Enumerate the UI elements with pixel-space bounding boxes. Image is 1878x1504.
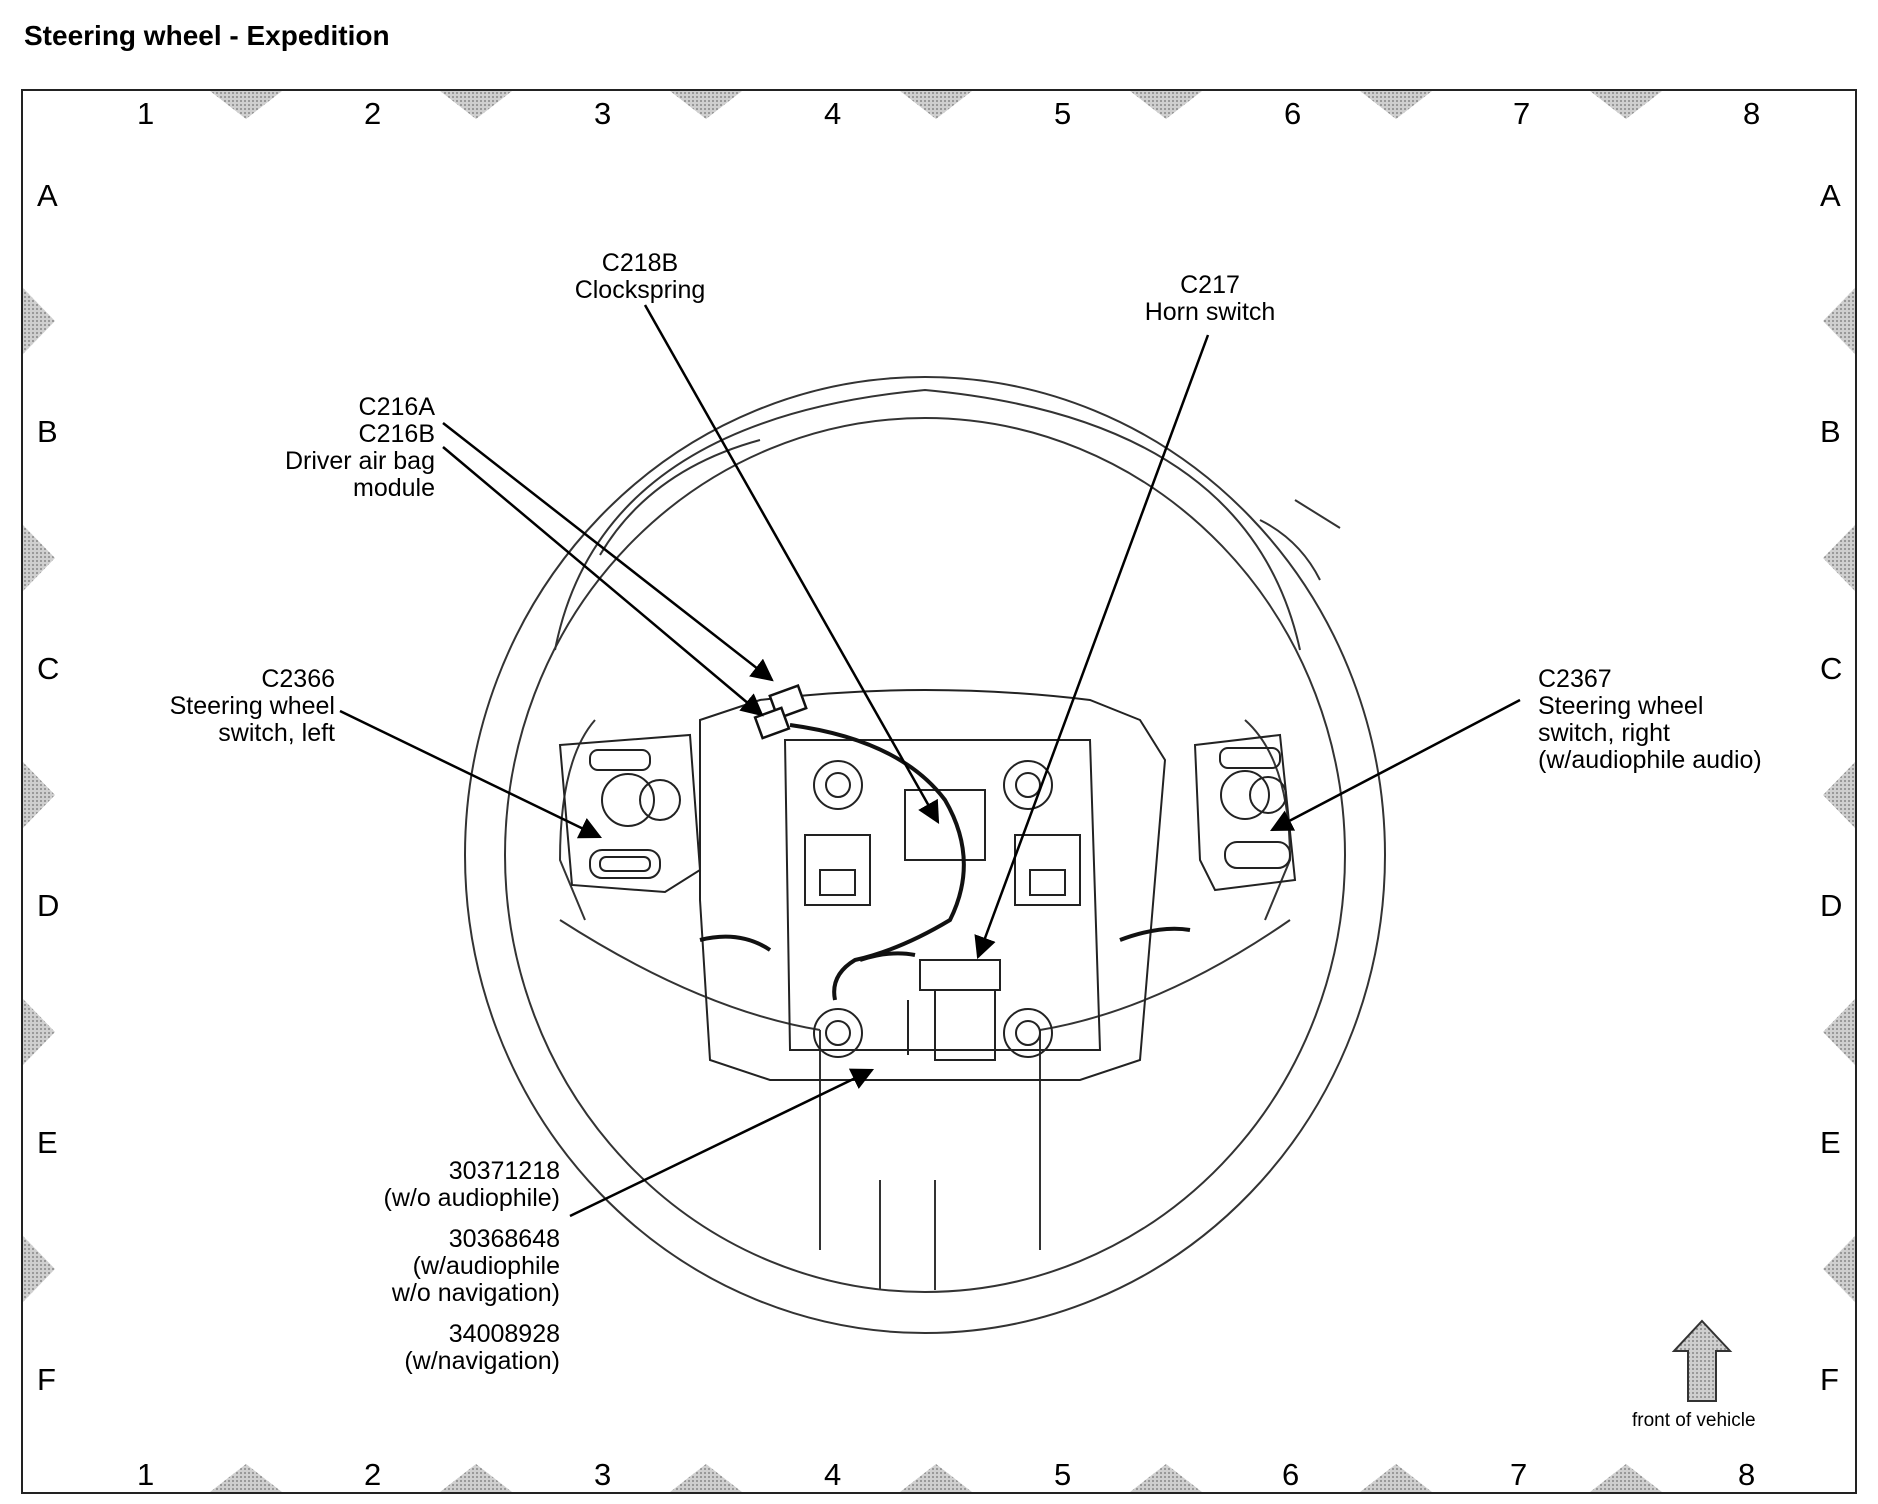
- callout-c218b-id: C218B: [601, 249, 679, 277]
- grid-col-bottom-4: 4: [824, 1457, 842, 1492]
- callout-c216b-id: C216B: [358, 420, 435, 448]
- grid-row-right-a: A: [1820, 178, 1841, 213]
- leader-c216a: [442, 422, 774, 682]
- callout-c2366-id: C2366: [261, 665, 335, 693]
- grid-row-left-c: C: [37, 651, 60, 686]
- part-number-2-desc-1: (w/audiophile: [412, 1252, 560, 1280]
- grid-col-top-2: 2: [364, 96, 382, 131]
- grid-row-right-e: E: [1820, 1125, 1841, 1160]
- grid-col-top-7: 7: [1513, 96, 1531, 131]
- leader-c2367: [1270, 698, 1521, 832]
- grid-row-left-d: D: [37, 888, 60, 923]
- grid-col-bottom-6: 6: [1282, 1457, 1300, 1492]
- callout-c218b: C218B Clockspring: [560, 250, 720, 304]
- part-number-1: 30371218: [448, 1157, 560, 1185]
- left-switch-pod: [558, 733, 702, 894]
- grid-col-bottom-5: 5: [1054, 1457, 1072, 1492]
- part-number-1-desc: (w/o audiophile): [383, 1184, 561, 1212]
- callout-c2366-desc-1: Steering wheel: [169, 692, 335, 720]
- leader-c217: [974, 334, 1210, 960]
- callout-c216-desc-2: module: [353, 474, 435, 502]
- leader-part-numbers: [569, 1068, 875, 1218]
- steering-wheel: [464, 376, 1386, 1334]
- grid-col-top-1: 1: [137, 96, 155, 131]
- callout-c216: C216A C216B Driver air bag module: [235, 394, 435, 502]
- callout-c217-id: C217: [1180, 271, 1240, 299]
- part-number-2-desc-2: w/o navigation): [391, 1279, 560, 1307]
- grid-col-bottom-3: 3: [594, 1457, 612, 1492]
- part-number-3-desc: (w/navigation): [404, 1347, 560, 1375]
- grid-row-right-c: C: [1820, 651, 1843, 686]
- part-number-2: 30368648: [448, 1225, 560, 1253]
- callout-c2367: C2367 Steering wheel switch, right (w/au…: [1538, 666, 1798, 774]
- grid-col-bottom-2: 2: [364, 1457, 382, 1492]
- grid-row-left-f: F: [37, 1362, 56, 1397]
- up-arrow-icon: [1671, 1319, 1733, 1402]
- wiring-connectors: [753, 683, 808, 740]
- grid-row-right-f: F: [1820, 1362, 1839, 1397]
- diagram-frame: [21, 89, 1857, 1494]
- grid-col-bottom-1: 1: [137, 1457, 155, 1492]
- center-hub: [699, 689, 1167, 1081]
- callout-c217-desc: Horn switch: [1144, 298, 1276, 326]
- grid-col-top-5: 5: [1054, 96, 1072, 131]
- callout-c2367-desc-1: Steering wheel: [1538, 692, 1704, 720]
- callout-c2367-desc-3: (w/audiophile audio): [1538, 746, 1762, 774]
- grid-col-top-8: 8: [1743, 96, 1761, 131]
- grid-markers: [23, 91, 1855, 1492]
- grid-col-top-4: 4: [824, 96, 842, 131]
- leader-c216b: [442, 446, 764, 717]
- leader-c218b: [643, 304, 940, 824]
- part-number-3: 34008928: [448, 1320, 560, 1348]
- grid-col-bottom-7: 7: [1510, 1457, 1528, 1492]
- callout-c216a-id: C216A: [358, 393, 435, 421]
- grid-col-top-6: 6: [1284, 96, 1302, 131]
- callout-c216-desc-1: Driver air bag: [284, 447, 435, 475]
- grid-row-right-d: D: [1820, 888, 1843, 923]
- callout-c2367-desc-2: switch, right: [1538, 719, 1670, 747]
- leader-lines: [339, 304, 1521, 1218]
- callout-c2366-desc-2: switch, left: [218, 719, 335, 747]
- grid-row-left-a: A: [37, 178, 58, 213]
- grid-col-top-3: 3: [594, 96, 612, 131]
- grid-row-right-b: B: [1820, 414, 1841, 449]
- callout-c217: C217 Horn switch: [1130, 272, 1290, 326]
- grid-row-left-e: E: [37, 1125, 58, 1160]
- callout-c218b-desc: Clockspring: [574, 276, 706, 304]
- grid-row-left-b: B: [37, 414, 58, 449]
- grid-col-bottom-8: 8: [1738, 1457, 1756, 1492]
- front-of-vehicle-label: front of vehicle: [1632, 1410, 1756, 1431]
- page-title: Steering wheel - Expedition: [24, 20, 390, 51]
- callout-c2367-id: C2367: [1538, 665, 1612, 693]
- part-numbers: 30371218 (w/o audiophile) 30368648 (w/au…: [320, 1157, 561, 1375]
- leader-c2366: [339, 709, 603, 839]
- right-switch-pod: [1193, 733, 1297, 892]
- callout-c2366: C2366 Steering wheel switch, left: [135, 666, 335, 747]
- wiring-harness: [699, 723, 1191, 1001]
